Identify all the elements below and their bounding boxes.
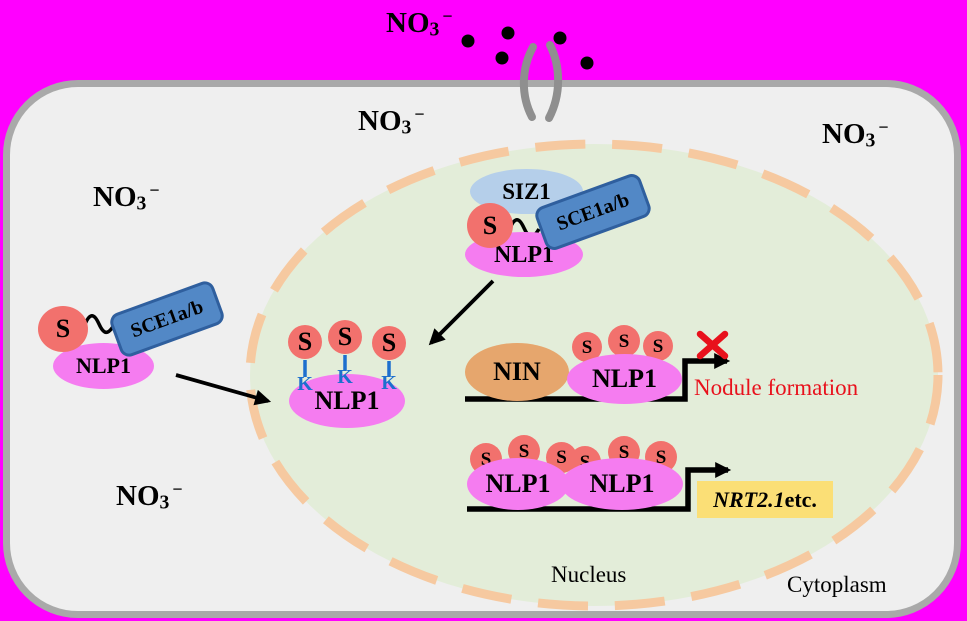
sumo-s-circle: S xyxy=(608,325,640,357)
no3-label-cytoplasm-right: NO3− xyxy=(822,118,889,151)
no3-superscript: − xyxy=(414,104,425,124)
no3-label-cytoplasm-top: NO3− xyxy=(358,105,425,138)
sumo-label: S xyxy=(652,335,664,357)
no3-superscript: − xyxy=(878,117,889,137)
channel-left-wall xyxy=(519,43,537,121)
sumo-label: S xyxy=(337,322,353,351)
nlp1-label: NLP1 xyxy=(485,469,551,498)
nlp1-oval-promoter2a: NLP1 xyxy=(467,458,569,510)
no3-superscript: − xyxy=(172,479,183,499)
sumo-label: S xyxy=(518,440,530,462)
translocation-arrow xyxy=(175,373,272,406)
nlp1-oval-promoter1: NLP1 xyxy=(567,354,682,404)
nlp1-label: NLP1 xyxy=(314,386,380,415)
no3-base: NO xyxy=(93,180,137,213)
nlp1-label: NLP1 xyxy=(494,241,554,268)
lysine-label: K xyxy=(297,373,313,395)
nin-oval: NIN xyxy=(465,343,569,401)
no3-subscript: 3 xyxy=(136,192,147,215)
nin-label: NIN xyxy=(493,357,541,386)
no3-base: NO xyxy=(358,104,402,137)
lysine-label: K xyxy=(381,372,397,394)
no3-subscript: 3 xyxy=(159,491,170,514)
no3-base: NO xyxy=(116,479,160,512)
sumo-s-circle: S xyxy=(288,325,322,359)
sumo-s-circle: S xyxy=(328,320,362,354)
cytoplasm-label: Cytoplasm xyxy=(787,572,887,597)
no3-subscript: 3 xyxy=(429,18,440,41)
no3-base: NO xyxy=(822,117,866,150)
nrt21-suffix-label: etc. xyxy=(784,486,817,512)
sumo-label: S xyxy=(482,210,498,240)
sumo-label: S xyxy=(618,330,630,352)
cross-stroke xyxy=(696,330,729,360)
sumo-s-circle-cytoplasm: S xyxy=(38,306,88,352)
sumo-label: S xyxy=(480,448,492,470)
sumo-label: S xyxy=(381,328,397,357)
no3-subscript: 3 xyxy=(401,116,412,139)
nodule-formation-label: Nodule formation xyxy=(694,375,859,400)
lysine-label: K xyxy=(337,366,353,388)
no3-superscript: − xyxy=(149,180,160,200)
nlp1-oval-sumoylated: NLP1 xyxy=(289,374,405,428)
no3-superscript: − xyxy=(442,6,453,26)
no3-subscript: 3 xyxy=(865,129,876,152)
no3-label-cytoplasm-left: NO3− xyxy=(93,181,160,214)
nitrate-channel xyxy=(519,41,563,122)
nlp1-label: NLP1 xyxy=(76,353,131,378)
sumo-s-circle-machinery: S xyxy=(467,203,513,248)
nitrate-ion-dot xyxy=(501,26,515,40)
sumo-linker-squiggle xyxy=(83,314,116,335)
nitrate-ion-dot xyxy=(580,56,594,70)
nrt21-gene-label: NRT2.1 xyxy=(713,486,785,512)
nlp1-label: NLP1 xyxy=(592,364,657,393)
channel-right-wall xyxy=(545,41,563,122)
inhibition-cross-icon xyxy=(696,330,729,360)
nlp1-label: NLP1 xyxy=(589,469,655,498)
nitrate-ion-dot xyxy=(461,34,475,48)
sumoylation-arrow xyxy=(428,279,495,346)
nrt21-promoter-arrow xyxy=(467,462,732,512)
sumo-label: S xyxy=(55,314,71,343)
sumo-label: S xyxy=(618,441,630,463)
sumo-label: S xyxy=(297,327,313,356)
sumo-label: S xyxy=(556,447,567,468)
nitrate-ion-dot xyxy=(495,51,509,65)
siz1-label: SIZ1 xyxy=(502,179,551,204)
sumo-label: S xyxy=(579,451,591,473)
no3-base: NO xyxy=(386,6,430,39)
nodule-promoter-arrow xyxy=(465,353,731,402)
lysine-connectors xyxy=(303,355,391,377)
nrt21-gene-box: NRT2.1 etc. xyxy=(697,481,833,518)
nlp1-oval-promoter2b: NLP1 xyxy=(561,458,683,510)
no3-label-extracellular: NO3− xyxy=(386,7,453,40)
nitrate-ions xyxy=(461,26,594,70)
sumo-label: S xyxy=(655,446,667,468)
sumo-label: S xyxy=(581,336,593,358)
sumo-s-circle: S xyxy=(372,326,406,360)
nitrate-ion-dot xyxy=(553,31,567,45)
no3-label-cytoplasm-bottom: NO3− xyxy=(116,480,183,513)
nucleus-label: Nucleus xyxy=(551,562,627,587)
